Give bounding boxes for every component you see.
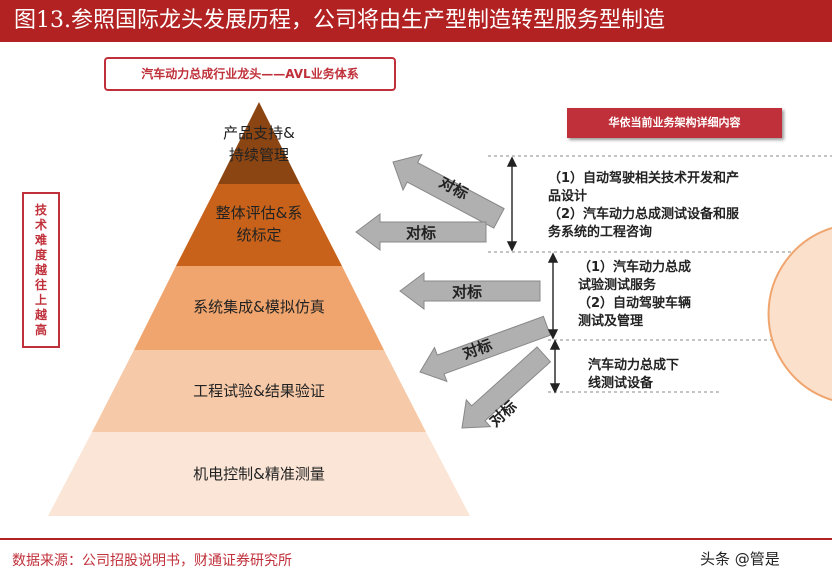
description-block-2: （1）汽车动力总成 试验测试服务 （2）自动驾驶车辆 测试及管理: [578, 259, 778, 331]
pyramid-level-2-line2: 统标定: [236, 226, 282, 244]
pyramid-level-3-text: 系统集成&模拟仿真: [193, 298, 325, 316]
bracket-3: [549, 339, 561, 394]
description-2-line2: 试验测试服务: [578, 278, 657, 293]
watermark-brand: 头条 @管是: [700, 550, 780, 568]
footer-divider: [0, 538, 832, 540]
pyramid-level-3-shape: [134, 266, 384, 350]
arrow-2: [355, 213, 487, 251]
pyramid-level-4-shape: [92, 350, 426, 432]
arrow-3: [399, 272, 541, 310]
description-1-line3: （2）汽车动力总成测试设备和服: [548, 207, 740, 222]
description-2-line4: 测试及管理: [578, 314, 644, 329]
pyramid-level-4-text: 工程试验&结果验证: [193, 382, 325, 400]
pyramid-level-5-shape: [48, 432, 470, 516]
avl-header-box: 汽车动力总成行业龙头——AVL业务体系: [104, 57, 396, 91]
description-block-1: （1）自动驾驶相关技术开发和产 品设计 （2）汽车动力总成测试设备和服 务系统的…: [548, 170, 818, 242]
description-2-line3: （2）自动驾驶车辆: [578, 296, 692, 311]
arrow-4: [419, 315, 551, 383]
description-3-line1: 汽车动力总成下: [588, 358, 680, 373]
description-2-line1: （1）汽车动力总成: [578, 260, 692, 275]
difficulty-side-text: 技术难度越往上越高: [34, 202, 47, 337]
pyramid-level-2-shape: [176, 184, 342, 266]
pyramid-level-2-text: 整体评估&系 统标定: [186, 202, 332, 246]
bracket-1: [506, 156, 518, 252]
arrow-label-4: 对标: [460, 336, 494, 363]
pyramid-level-1-text: 产品支持& 持续管理: [196, 122, 322, 166]
arrow-1: [392, 153, 505, 229]
pyramid-level-1-line1: 产品支持&: [223, 124, 295, 142]
pyramid-level-5-text: 机电控制&精准测量: [193, 465, 325, 483]
pyramid-level-1-line2: 持续管理: [228, 146, 289, 164]
page-title: 图13.参照国际龙头发展历程，公司将由生产型制造转型服务型制造: [0, 0, 832, 42]
description-1-line4: 务系统的工程咨询: [548, 225, 653, 240]
description-1-line1: （1）自动驾驶相关技术开发和产: [548, 171, 740, 186]
decorative-circle: [767, 227, 832, 401]
arrow-label-2: 对标: [406, 224, 436, 242]
pyramid-level-2-line1: 整体评估&系: [215, 204, 303, 222]
difficulty-side-label: 技术难度越往上越高: [22, 192, 60, 348]
description-3-line2: 线测试设备: [588, 376, 654, 391]
bracket-2: [547, 252, 559, 340]
business-structure-header: 华依当前业务架构详细内容: [567, 108, 782, 138]
description-block-3: 汽车动力总成下 线测试设备: [588, 357, 748, 393]
pyramid-level-1-shape: [218, 102, 300, 184]
data-source: 数据来源：公司招股说明书，财通证券研究所: [12, 553, 292, 569]
arrow-5: [461, 346, 552, 429]
description-1-line2: 品设计: [548, 189, 588, 204]
arrow-label-3: 对标: [452, 283, 482, 301]
